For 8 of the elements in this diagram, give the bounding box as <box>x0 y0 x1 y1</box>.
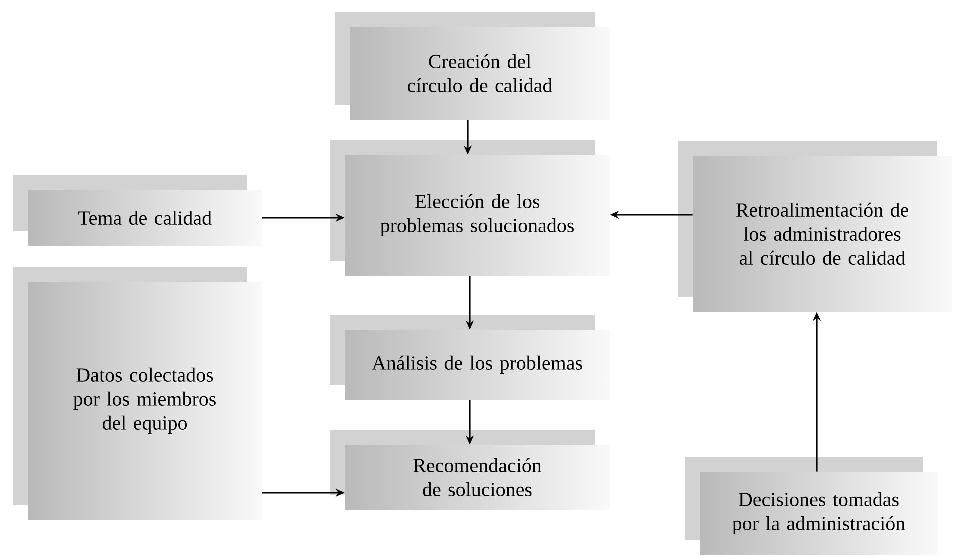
process-box: Elección de los problemas solucionados <box>330 140 610 276</box>
process-box: Tema de calidad <box>13 175 262 246</box>
process-box: Recomendación de soluciones <box>330 430 610 510</box>
process-box: Creación del círculo de calidad <box>335 12 610 120</box>
process-box: Decisiones tomadas por la administración <box>685 456 938 555</box>
process-box: Retroalimentación de los administradores al círculo de calidad <box>678 141 952 312</box>
process-box: Datos colectados por los miembros del equipo <box>13 266 262 520</box>
process-box: Análisis de los problemas <box>330 314 610 400</box>
